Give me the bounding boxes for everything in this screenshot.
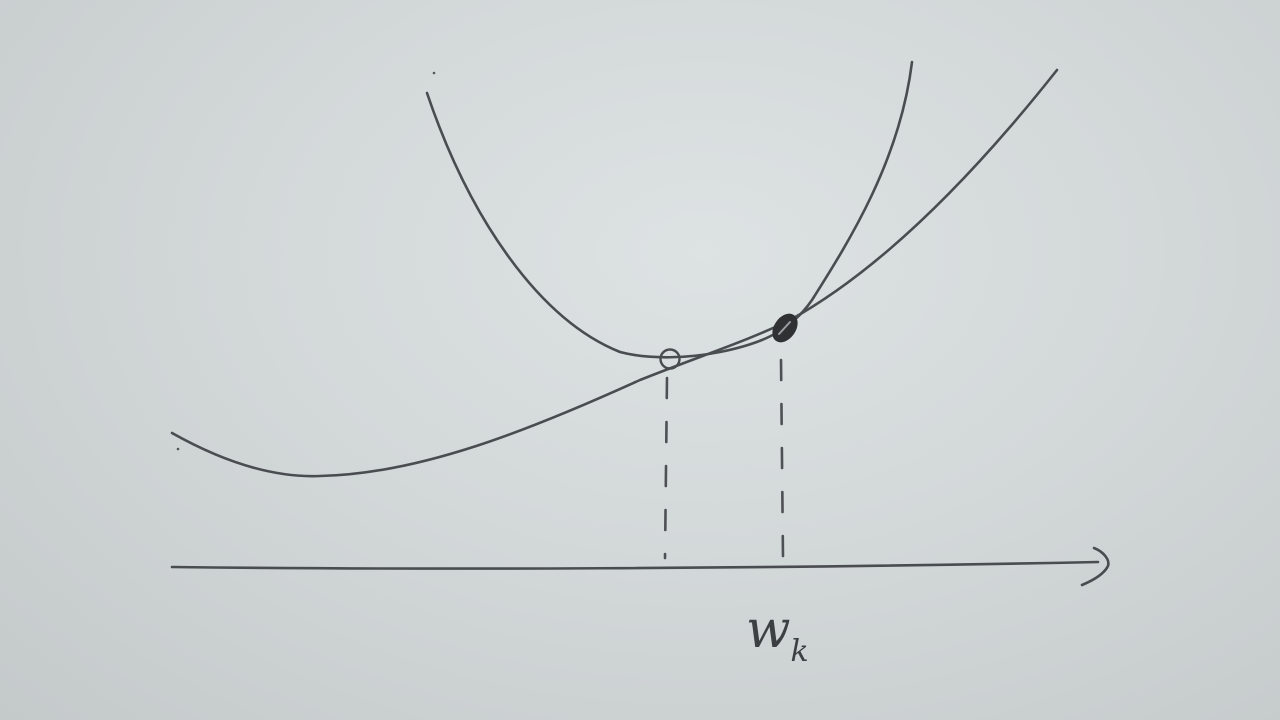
pencil-speck xyxy=(176,447,180,451)
x-axis-label-wk: wk xyxy=(746,604,809,667)
dashed-line-minimum xyxy=(663,376,669,560)
parabola-minimum-point xyxy=(659,348,681,370)
x-axis-arrowhead xyxy=(1080,546,1110,587)
dashed-line-wk xyxy=(779,358,785,560)
x-axis-label-main: w xyxy=(746,600,790,660)
shallow-curve xyxy=(170,68,1059,478)
steep-parabola xyxy=(425,60,914,359)
x-axis-label-subscript: k xyxy=(790,634,809,669)
touching-point-highlight xyxy=(778,321,791,335)
x-axis xyxy=(170,560,1100,570)
pencil-speck xyxy=(432,71,436,75)
